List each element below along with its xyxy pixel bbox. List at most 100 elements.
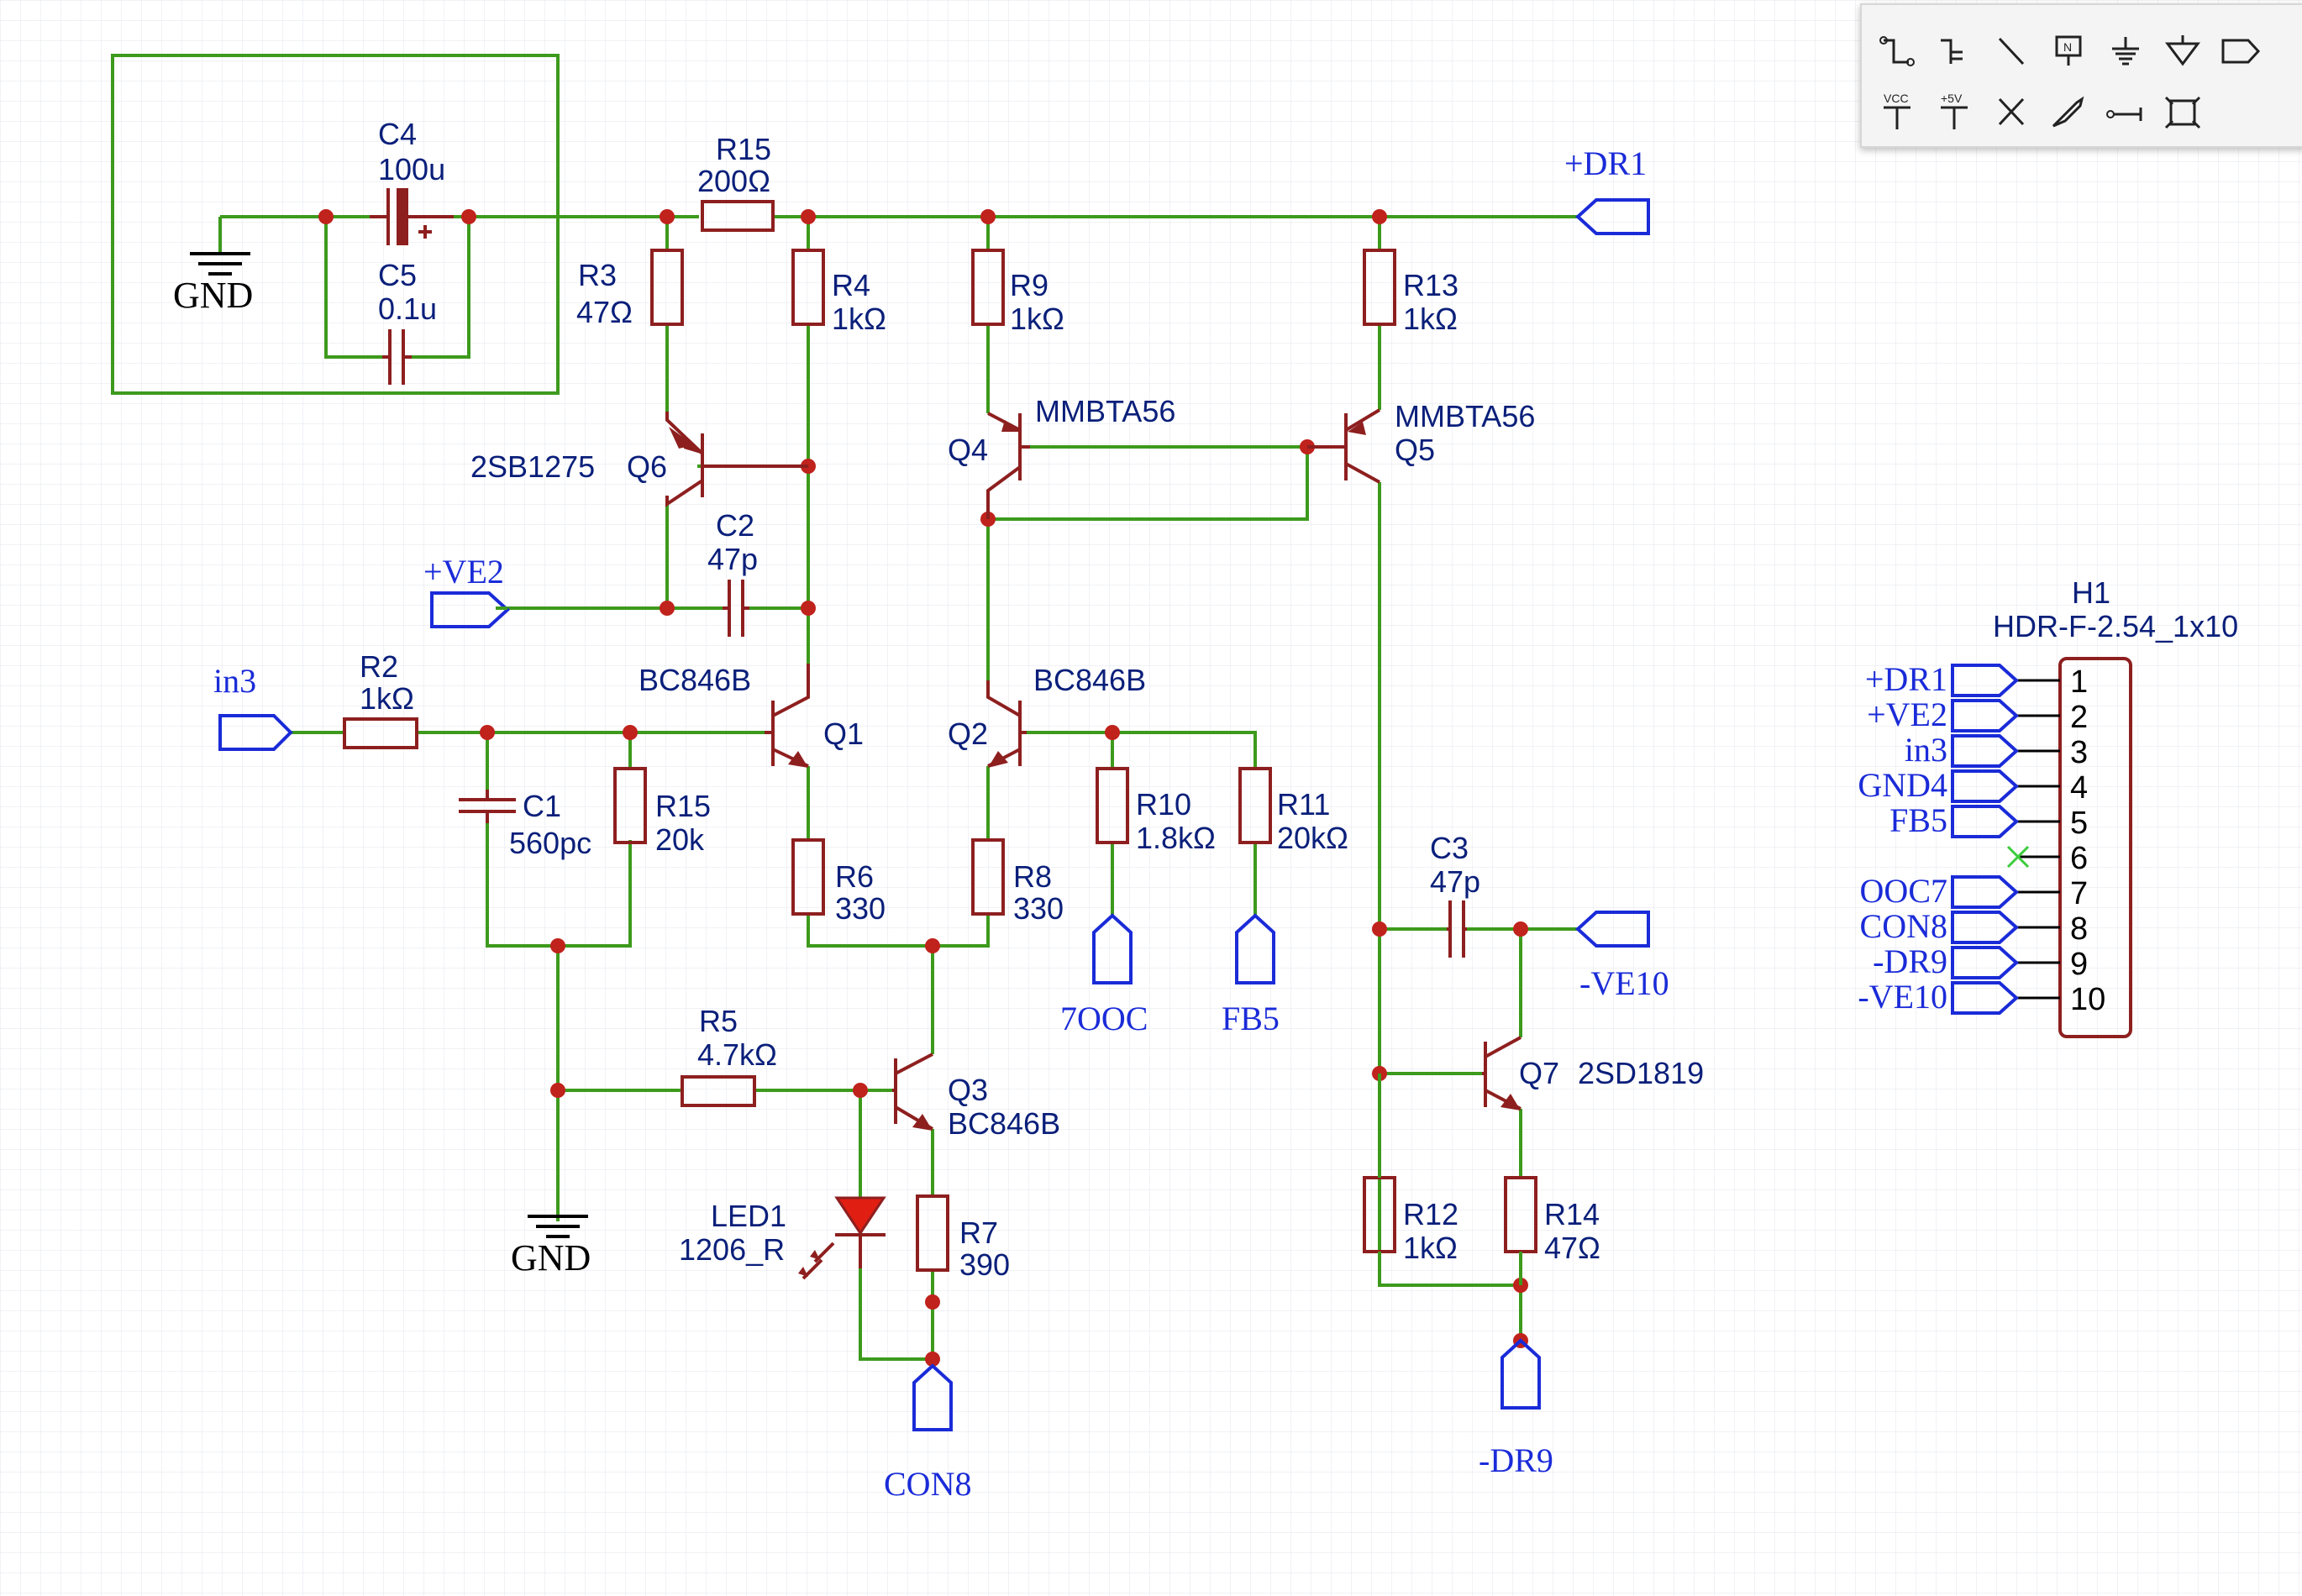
- gnd-label-top: GND: [173, 275, 253, 316]
- wire-tool-button[interactable]: [1872, 29, 1922, 76]
- h1-pin-2[interactable]: 2 +VE2: [1867, 696, 2088, 735]
- net-label-con8: CON8: [884, 1465, 971, 1503]
- svg-text:+5V: +5V: [1941, 92, 1963, 105]
- capacitor-c2[interactable]: C2 47p: [707, 508, 758, 637]
- capacitor-c1[interactable]: C1 560pc: [459, 789, 591, 860]
- gnd-symbol-top[interactable]: GND: [173, 217, 253, 316]
- r6-value: 330: [835, 891, 886, 926]
- resistor-r5[interactable]: R5 4.7kΩ: [681, 1004, 777, 1107]
- net-flag-in3[interactable]: in3: [213, 662, 293, 751]
- netlabel-tool-button[interactable]: N: [2043, 29, 2094, 76]
- transistor-q2[interactable]: BC846B Q2: [948, 663, 1146, 768]
- net-flag-dr9[interactable]: -DR9: [1479, 1338, 1553, 1479]
- select-frame-tool-button[interactable]: [2157, 89, 2208, 136]
- h1-pin-net-label: +DR1: [1865, 660, 1947, 698]
- r4-value: 1kΩ: [832, 302, 886, 336]
- r8-ref: R8: [1013, 859, 1052, 894]
- netport-tool-button[interactable]: [2215, 29, 2265, 76]
- noconnect-tool-button[interactable]: [1986, 89, 2037, 136]
- resistor-r11[interactable]: R11 20kΩ: [1238, 767, 1348, 855]
- ground-tool-button[interactable]: [2100, 29, 2151, 76]
- h1-pin-number: 3: [2070, 735, 2088, 770]
- net-flag-7ooc[interactable]: 7OOC: [1060, 913, 1148, 1037]
- plus5v-tool-button[interactable]: +5V: [1929, 89, 1979, 136]
- h1-pin-number: 2: [2070, 700, 2088, 735]
- header-h1[interactable]: H1 HDR-F-2.54_1x10 1+DR12+VE23in34GND45F…: [1858, 575, 2238, 1038]
- probe-icon: [2052, 96, 2084, 128]
- decoupling-box[interactable]: [111, 54, 560, 395]
- transistor-q5[interactable]: MMBTA56 Q5: [1307, 399, 1535, 484]
- net-flag-ve10[interactable]: -VE10: [1575, 911, 1669, 1002]
- transistor-q1[interactable]: BC846B Q1: [639, 663, 864, 768]
- q3-ref: Q3: [948, 1073, 988, 1107]
- net-flag-con8[interactable]: CON8: [884, 1363, 971, 1503]
- r11-ref: R11: [1277, 787, 1330, 822]
- r7-ref: R7: [959, 1215, 998, 1250]
- led1-value: 1206_R: [679, 1232, 785, 1267]
- r10-value: 1.8kΩ: [1136, 821, 1216, 855]
- h1-pin-net-label: +VE2: [1867, 696, 1947, 733]
- resistor-r3[interactable]: R3 47Ω: [576, 249, 684, 329]
- c3-ref: C3: [1430, 831, 1469, 865]
- transistor-q4[interactable]: MMBTA56 Q4: [948, 394, 1175, 519]
- led1-ref: LED1: [711, 1199, 786, 1233]
- r8-value: 330: [1013, 891, 1064, 926]
- h1-pin-10[interactable]: 10-VE10: [1858, 978, 2105, 1017]
- h1-pin-6[interactable]: 6: [2006, 841, 2088, 876]
- q3-value: BC846B: [948, 1106, 1060, 1141]
- resistor-r9[interactable]: R9 1kΩ: [971, 249, 1064, 336]
- r12-value: 1kΩ: [1403, 1231, 1458, 1265]
- wire-icon: [1879, 36, 1915, 66]
- h1-pin-net-flag: [1951, 699, 2019, 732]
- net-flag-fb5[interactable]: FB5: [1222, 913, 1280, 1037]
- h1-pin-net-flag: [1951, 911, 2019, 944]
- earth-tool-button[interactable]: [2157, 29, 2208, 76]
- h1-pin-1[interactable]: 1+DR1: [1865, 660, 2088, 700]
- r15-bottom-ref: R15: [655, 789, 711, 823]
- transistor-q7[interactable]: Q7 2SD1819: [1482, 1036, 1704, 1110]
- pin-tool-button[interactable]: [2100, 89, 2151, 136]
- resistor-r10[interactable]: R10 1.8kΩ: [1096, 767, 1216, 855]
- resistor-r14[interactable]: R14 47Ω: [1504, 1176, 1600, 1265]
- resistor-r7[interactable]: R7 390: [916, 1194, 1010, 1282]
- r4-ref: R4: [832, 268, 870, 302]
- no-connect-icon: [1998, 97, 2025, 126]
- resistor-r2[interactable]: R2 1kΩ: [343, 649, 418, 749]
- led-led1[interactable]: LED1 1206_R: [679, 1196, 886, 1280]
- h1-pin-9[interactable]: 9-DR9: [1873, 942, 2088, 982]
- transistor-q6[interactable]: 2SB1275 Q6: [470, 412, 808, 507]
- transistor-q3[interactable]: Q3 BC846B: [892, 1053, 1060, 1141]
- h1-body: [2058, 657, 2132, 1038]
- net-flag-dr1[interactable]: +DR1: [1564, 144, 1650, 235]
- resistor-r15-bottom[interactable]: R15 20k: [613, 767, 711, 857]
- q7-ref: Q7: [1519, 1056, 1559, 1090]
- resistor-r13[interactable]: R13 1kΩ: [1363, 249, 1458, 336]
- resistor-r15-top[interactable]: R15 200Ω: [697, 132, 775, 232]
- resistor-r6[interactable]: R6 330: [791, 838, 886, 926]
- r12-ref: R12: [1403, 1197, 1458, 1231]
- resistor-r4[interactable]: R4 1kΩ: [791, 249, 886, 336]
- capacitor-c4[interactable]: C4 100u: [370, 117, 454, 245]
- capacitor-c3[interactable]: C3 47p: [1430, 831, 1480, 958]
- line-tool-button[interactable]: [1986, 29, 2037, 76]
- gnd-symbol-bottom[interactable]: GND: [511, 1179, 591, 1278]
- net-flag-ve2[interactable]: +VE2: [423, 553, 510, 628]
- h1-pin-net-label: CON8: [1860, 907, 1947, 945]
- r9-ref: R9: [1010, 268, 1049, 302]
- vcc-tool-button[interactable]: VCC: [1872, 89, 1922, 136]
- resistor-r8[interactable]: R8 330: [971, 838, 1064, 926]
- capacitor-c5[interactable]: C5 0.1u: [378, 258, 437, 385]
- r15-top-ref: R15: [716, 132, 771, 166]
- bus-tool-button[interactable]: [1929, 29, 1979, 76]
- probe-tool-button[interactable]: [2043, 89, 2094, 136]
- r13-ref: R13: [1403, 268, 1458, 302]
- h1-pin-number: 5: [2070, 806, 2088, 841]
